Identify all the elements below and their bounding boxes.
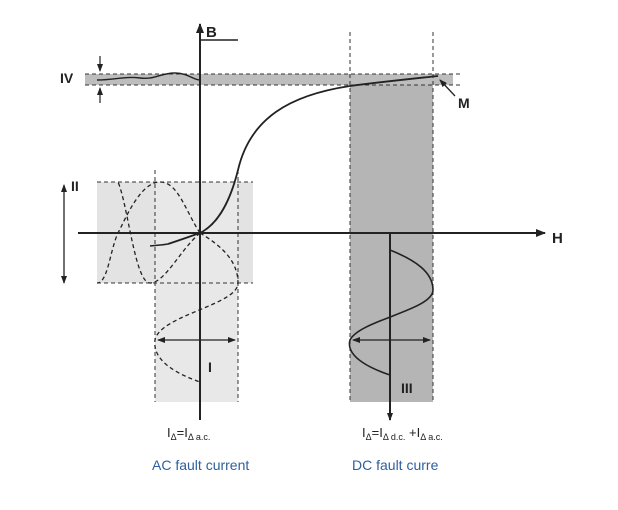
bh-curve-tail: [149, 243, 169, 247]
region-iii-band: [350, 75, 433, 402]
axis-label-h: H: [552, 230, 563, 247]
region-label-iii: III: [401, 380, 413, 396]
point-m-pointer: [439, 79, 456, 97]
dc-field-waveform: [348, 249, 434, 376]
region-label-i: I: [208, 359, 212, 375]
ac-flux-waveform: [96, 181, 201, 284]
region-iv-band: [85, 74, 453, 85]
ac-field-waveform: [154, 232, 239, 383]
region-label-ii: II: [71, 178, 79, 194]
ac-current-formula: IΔ=IΔ a.c.: [167, 425, 210, 442]
axis-label-b: B: [206, 24, 217, 41]
dc-current-formula: IΔ=IΔ d.c. +IΔ a.c.: [362, 425, 443, 442]
region-label-iv: IV: [60, 70, 74, 86]
region-iv-ripple: [96, 72, 201, 81]
point-label-m: M: [458, 95, 470, 111]
ac-fault-caption: AC fault current: [152, 457, 249, 473]
dc-fault-caption: DC fault curre: [352, 457, 439, 473]
region-i-band: [155, 182, 238, 402]
ac-flux-waveform-2: [117, 181, 201, 284]
bh-magnetization-curve: [167, 75, 439, 245]
